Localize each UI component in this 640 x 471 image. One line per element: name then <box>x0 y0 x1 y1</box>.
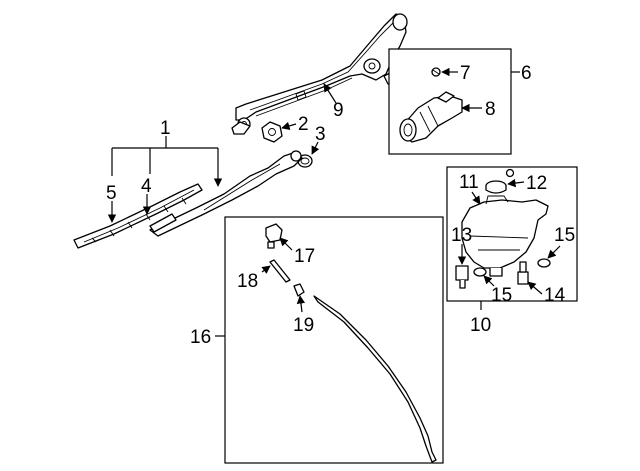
callout-11: 11 <box>459 172 479 193</box>
callout-4: 4 <box>141 176 152 197</box>
callout-19: 19 <box>293 315 314 336</box>
wiper-motor-part-8 <box>399 91 463 143</box>
hose-piece-part-18 <box>269 259 291 283</box>
callout-2: 2 <box>298 114 309 135</box>
callout-16: 16 <box>190 327 211 348</box>
callout-14: 14 <box>544 285 566 306</box>
callout-3: 3 <box>315 124 326 145</box>
grommet-part-15-a <box>473 267 487 277</box>
callout-18: 18 <box>237 271 258 292</box>
callout-7: 7 <box>460 63 471 84</box>
callout-13: 13 <box>451 225 472 246</box>
callout-1: 1 <box>160 118 171 139</box>
reservoir-cap-part-12 <box>485 168 515 194</box>
grommet-part-15-b <box>537 258 551 268</box>
callout-17: 17 <box>294 246 315 267</box>
nut-part-2 <box>261 121 283 143</box>
wiper-blade <box>73 183 203 249</box>
callout-5: 5 <box>106 183 117 204</box>
callout-10: 10 <box>470 315 491 336</box>
callout-8: 8 <box>485 99 496 120</box>
wiper-arm <box>149 150 303 237</box>
washer-pump-part-13 <box>455 265 469 289</box>
wiper-linkage-drawing <box>231 13 408 135</box>
washer-hose <box>313 295 437 463</box>
callout-15-b: 15 <box>554 225 575 246</box>
washer-reservoir-part-11 <box>461 195 549 277</box>
callout-15-a: 15 <box>491 285 512 306</box>
callout-6: 6 <box>521 63 532 84</box>
connector-part-19 <box>293 283 305 297</box>
callout-12: 12 <box>526 173 547 194</box>
leader-lines <box>107 67 561 313</box>
callout-labels: 1 2 3 4 5 6 7 8 9 10 11 12 13 14 15 15 1… <box>106 63 575 348</box>
hose-box <box>215 216 444 464</box>
level-sensor-part-14 <box>517 261 529 285</box>
callout-9: 9 <box>333 100 344 121</box>
screw-part-7 <box>431 67 441 77</box>
